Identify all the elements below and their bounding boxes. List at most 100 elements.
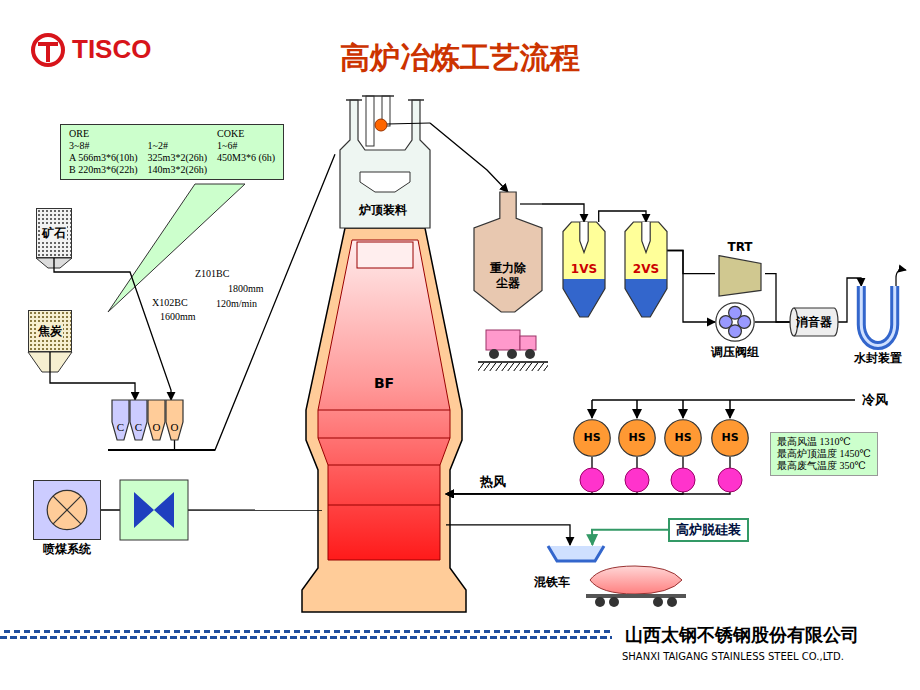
node-text: 140m3*2(26h) [148,164,207,176]
node-text: B 220m3*6(22h) [69,164,138,176]
torpedo-car-wheel [667,597,677,607]
flow-connector [446,457,637,494]
belt-speed: 120m/min [216,298,257,310]
flow-connector [446,457,592,494]
flow-connector [592,530,668,545]
coal-injection-outline [34,481,100,539]
top-charging: 炉顶装料 [335,98,430,223]
iron-ladle [548,546,604,561]
furnace-tuyere-line [328,505,440,506]
node-text: A 566m3*6(10h) [69,152,138,164]
cold-air-branch [591,400,593,418]
stove-burner [625,468,649,492]
node-text: C [117,421,124,434]
gas-offtake-valve [375,119,387,131]
node-text: 高炉脱硅装 [676,522,741,538]
storage-bin-outline [166,400,183,440]
torpedo-car-body [590,566,682,594]
hot-stove: HS [664,419,702,457]
hot-stove: HS [573,419,611,457]
desilication-box: 高炉脱硅装 [668,518,749,542]
storage-bin: O [166,400,183,440]
dust-truck-cab [520,336,536,350]
ground-hatch [478,363,548,371]
node-text: 焦炭 [37,324,63,338]
node-text: 2VS [633,262,659,276]
catcher-duct [520,203,542,204]
hot-stove: HS [711,419,749,457]
callout-tail [108,184,245,312]
node-text: 消音器 [796,315,832,329]
conveyor-code: Z101BC [195,268,229,280]
node-text: 混铁车 [534,575,570,589]
node-text: O [153,421,161,434]
coal-feeder-box [120,480,188,540]
hot-stove: HS [618,419,656,457]
coal-feeder-valve [134,492,174,528]
footer-stripes [0,628,612,642]
node-text: 重力除尘器 [489,261,527,290]
node-text: HS [721,431,738,444]
temperature-note: 最高风温 1310℃最高炉顶温度 1450℃最高废气温度 350℃ [770,432,878,476]
coke-hopper: 焦炭 [28,310,72,352]
node-text: HS [674,431,691,444]
page-title: 高炉冶炼工艺流程 [0,40,920,76]
dust-catcher-outline [474,192,542,312]
node-text: 3~8# [69,140,138,152]
hot-air-label: 热风 [480,474,506,490]
dust-truck-body [486,330,520,350]
water-seal-outline [856,286,900,348]
seal-exhaust [896,270,906,286]
top-pipe [366,96,374,146]
flow-connector [765,274,790,322]
company-name: 山西太钢不锈钢股份有限公司 [625,624,859,646]
node-text: 最高风温 1310℃ [777,436,851,448]
flow-connector [430,123,508,192]
flow-connector [175,154,336,450]
node-text: 水封装置 [854,351,902,365]
node-text: COKE [217,128,275,140]
cold-air-branch [682,400,684,418]
furnace-bosh-line [318,438,450,439]
dust-truck-wheel [489,349,499,359]
flow-connector [667,251,715,323]
dust-truck-wheel [525,349,535,359]
silencer: 消音器 [790,308,838,336]
stove-burner [580,468,604,492]
coal-injection: 喷煤系统 [33,480,101,540]
furnace-throat [357,242,413,268]
storage-bin: O [148,400,165,440]
node-text: C [135,421,142,434]
venturi-scrubber: 2VS [625,222,667,317]
node-text: 1~2# [148,140,207,152]
flow-connector [50,352,135,400]
node-text: 最高废气温度 350℃ [777,460,866,472]
data-callout: ORECOKE3~8#1~2#1~6#A 566m3*6(10h)325m3*2… [60,124,284,180]
flow-connector [599,211,646,222]
node-text: 325m3*2(26h) [148,152,207,164]
logo-ring [33,35,63,65]
company-name-en: SHANXI TAIGANG STAINLESS STEEL CO.,LTD. [622,651,844,663]
ore-hopper: 矿石 [36,208,72,258]
furnace-hearth-line [328,465,440,466]
dust-catcher: 重力除尘器 [474,192,542,312]
ground-line [478,361,548,363]
node-text: TRT [727,240,752,254]
flow-connector [446,457,683,494]
node-text: BF [374,375,394,392]
torpedo-car-wheel [595,597,605,607]
node-text: 矿石 [41,226,67,240]
storage-bin-outline [130,400,147,440]
gas-offtake [387,123,430,124]
flow-connector [667,251,715,274]
cold-air-label: 冷风 [862,392,888,408]
torpedo-car: 混铁车 [530,545,690,607]
charging-bell [360,172,410,192]
node-text: HS [583,431,600,444]
node-text: 最高炉顶温度 1450℃ [777,448,871,460]
flow-connector [542,204,584,222]
node-text: 1VS [571,262,597,276]
pressure-valve-group-outline [715,302,755,342]
blast-furnace: BF [322,245,446,555]
furnace-belly-line [318,410,450,411]
